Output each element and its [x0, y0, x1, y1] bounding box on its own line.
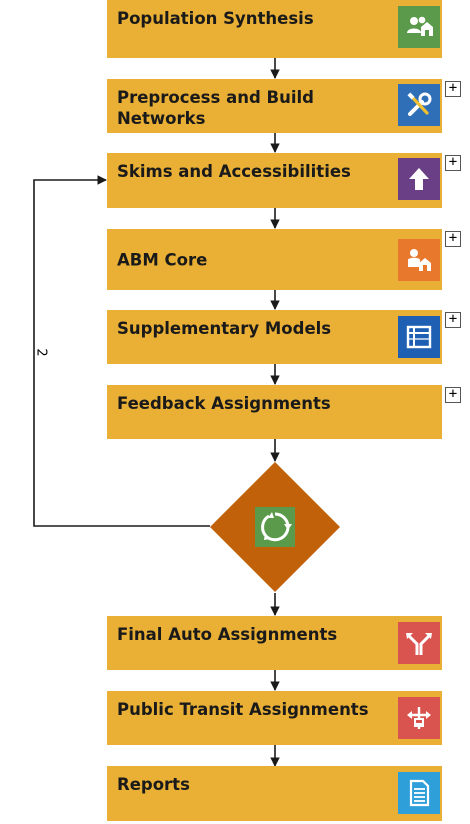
step-skims-accessibilities[interactable]: Skims and Accessibilities: [107, 153, 442, 208]
expand-button[interactable]: +: [445, 231, 461, 247]
step-reports[interactable]: Reports: [107, 766, 442, 821]
step-population-synthesis[interactable]: Population Synthesis: [107, 0, 442, 58]
step-label: Supplementary Models: [117, 319, 332, 338]
person-house-icon: [398, 239, 440, 281]
expand-button[interactable]: +: [445, 312, 461, 328]
step-label: Preprocess and Build Networks: [117, 88, 314, 128]
step-label: ABM Core: [117, 250, 208, 269]
recycle-icon: [255, 507, 295, 547]
step-final-auto-assignments[interactable]: Final Auto Assignments: [107, 616, 442, 670]
table-grid-icon: [398, 316, 440, 358]
wrench-screwdriver-icon: [398, 84, 440, 126]
step-label: Public Transit Assignments: [117, 700, 369, 719]
step-label: Feedback Assignments: [117, 394, 331, 413]
step-label: Reports: [117, 775, 190, 794]
step-label: Population Synthesis: [117, 9, 314, 28]
people-home-icon: [398, 6, 440, 48]
step-supplementary-models[interactable]: Supplementary Models: [107, 310, 442, 364]
step-feedback-assignments[interactable]: Feedback Assignments: [107, 385, 442, 439]
loop-back-arrow: [33, 175, 210, 527]
document-icon: [398, 772, 440, 814]
step-preprocess-build-networks[interactable]: Preprocess and Build Networks: [107, 79, 442, 133]
expand-button[interactable]: +: [445, 387, 461, 403]
step-label: Skims and Accessibilities: [117, 162, 351, 181]
loop-decision-node[interactable]: [210, 462, 340, 592]
up-arrow-icon: [398, 158, 440, 200]
loop-iteration-count: 2: [33, 348, 49, 357]
expand-button[interactable]: +: [445, 81, 461, 97]
merge-arrows-icon: [398, 622, 440, 664]
step-public-transit-assignments[interactable]: Public Transit Assignments: [107, 691, 442, 745]
step-abm-core[interactable]: ABM Core: [107, 229, 442, 290]
bus-branch-icon: [398, 697, 440, 739]
step-label: Final Auto Assignments: [117, 625, 338, 644]
expand-button[interactable]: +: [445, 155, 461, 171]
